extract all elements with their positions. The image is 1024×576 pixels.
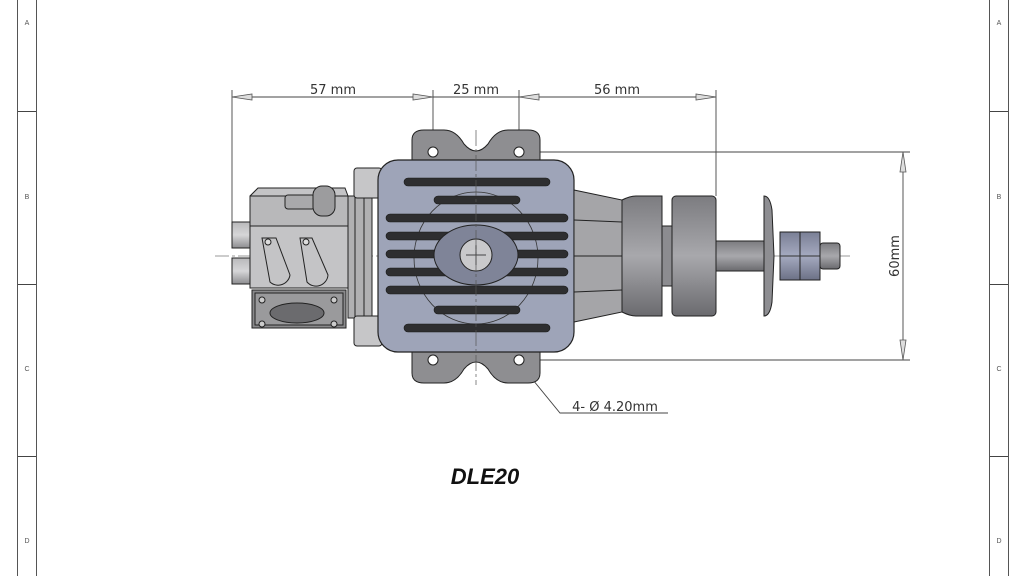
dim-57mm: 57 mm — [310, 83, 356, 98]
zone-label-b: B — [996, 194, 1002, 201]
crankcase-nose — [573, 189, 623, 323]
zone-divider — [990, 456, 1008, 457]
prop-shaft — [715, 240, 769, 272]
dimension-arrows — [231, 93, 907, 361]
drawing-title: DLE20 — [450, 464, 520, 489]
zone-divider — [18, 111, 36, 112]
zone-label-d: D — [996, 538, 1002, 545]
zone-divider — [990, 111, 1008, 112]
bearing-housing — [621, 195, 673, 317]
dim-56mm: 56 mm — [594, 83, 640, 98]
zone-label-a: A — [24, 20, 30, 27]
dimension-lines — [231, 90, 910, 414]
dim-25mm: 25 mm — [453, 83, 499, 98]
carburetor — [231, 185, 349, 329]
zone-label-a: A — [996, 20, 1002, 27]
dim-60mm: 60mm — [888, 235, 903, 277]
prop-nut — [779, 231, 821, 281]
prop-drive-hub — [671, 195, 717, 317]
zone-divider — [18, 284, 36, 285]
zone-divider — [990, 284, 1008, 285]
zone-label-d: D — [24, 538, 30, 545]
dim-hole-callout: 4- Ø 4.20mm — [572, 400, 658, 415]
left-zone-border: A B C D — [17, 0, 37, 576]
zone-divider — [18, 456, 36, 457]
zone-label-c: C — [24, 366, 30, 373]
zone-label-b: B — [24, 194, 30, 201]
prop-washer — [763, 195, 775, 317]
shaft-tip — [819, 242, 841, 270]
intake-manifold — [347, 167, 383, 347]
right-zone-border: A B C D — [989, 0, 1009, 576]
cylinder-mount-lugs — [411, 129, 541, 384]
zone-label-c: C — [996, 366, 1002, 373]
